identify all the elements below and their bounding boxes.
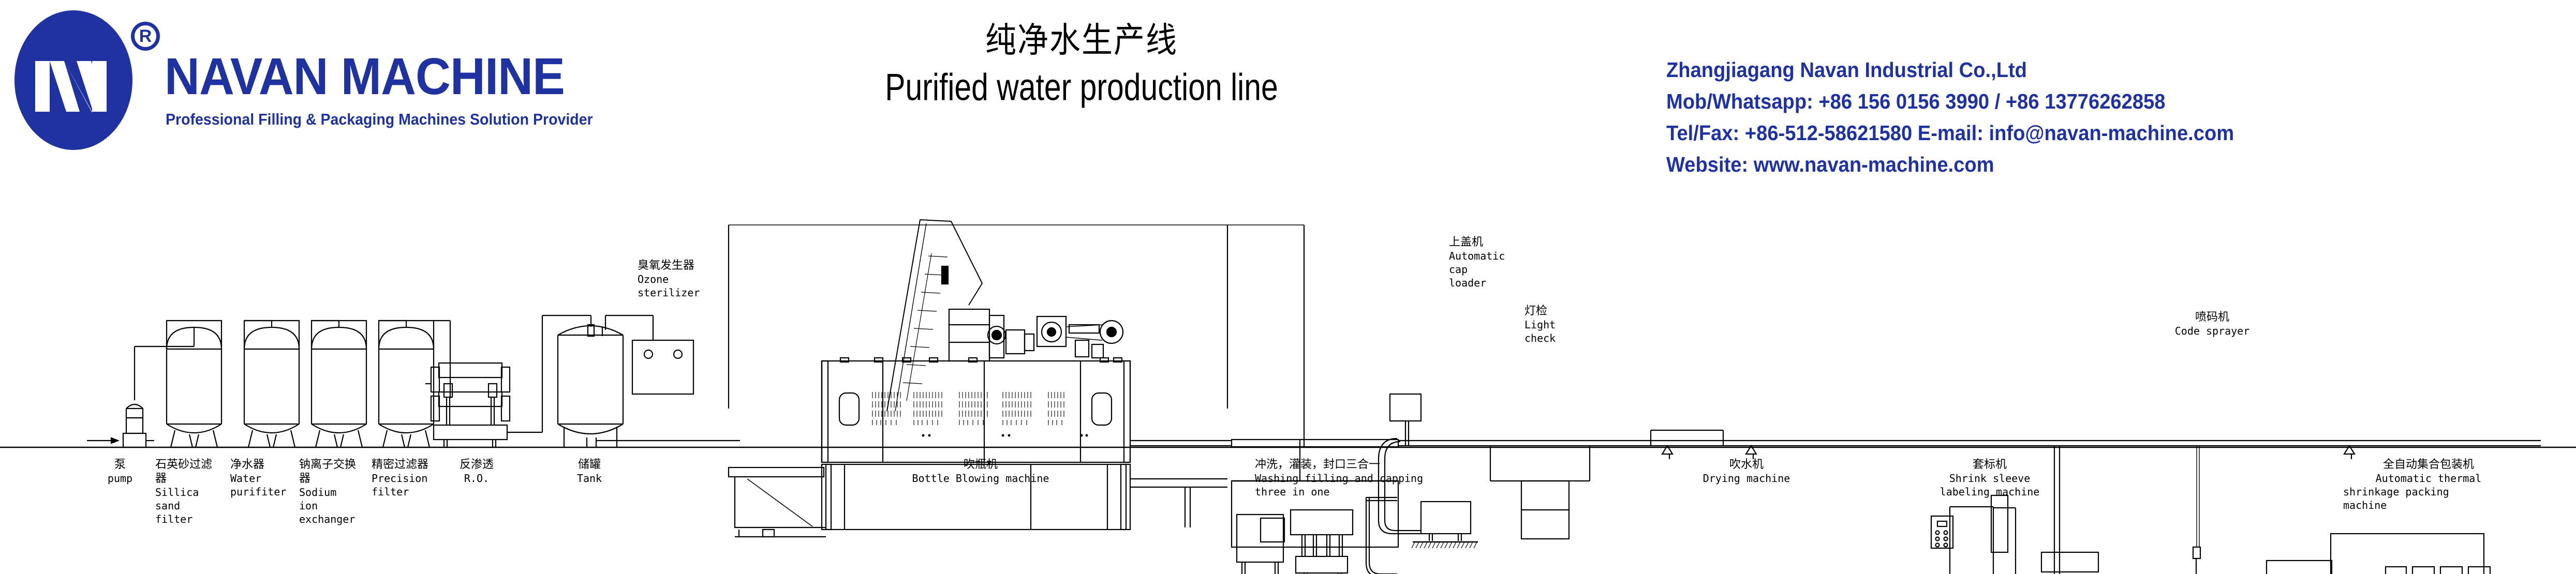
label-drying-machine-en: Drying machine xyxy=(1702,472,1790,485)
label-washing-filling-capping-cn: 冲洗，灌装，封口三合一 xyxy=(1255,458,1381,471)
label-silica-sand-filter-cn: 石英砂过滤 xyxy=(155,458,213,471)
label-water-purifier: 净水器 Water purifiter xyxy=(230,458,287,499)
label-pump-en: pump xyxy=(107,472,133,485)
sodium-ion-exchanger-equipment xyxy=(295,320,367,448)
brand-tagline: Professional Filling & Packaging Machine… xyxy=(166,110,593,128)
precision-filter-equipment xyxy=(362,320,451,448)
automatic-cap-loader-equipment xyxy=(1378,393,1478,549)
code-sprayer-equipment xyxy=(2192,446,2201,574)
label-code-sprayer-cn: 喷码机 xyxy=(2195,311,2229,324)
label-water-purifier-en2: purifiter xyxy=(230,486,287,498)
label-reverse-osmosis: 反渗透 R.O. xyxy=(446,458,507,485)
bottle-blowing-machine-equipment xyxy=(728,219,1305,538)
label-automatic-packing-machine: 全自动集合包装机 Automatic thermal shrinkage pac… xyxy=(2343,458,2514,512)
ozone-generator-equipment xyxy=(631,339,694,395)
conveyor-blower-to-filler xyxy=(1130,440,1232,447)
label-shrink-sleeve-labeling-cn: 套标机 xyxy=(1972,458,2007,471)
drying-machine-equipment xyxy=(1650,429,1894,459)
label-ozone-sterilizer-en2: sterilizer xyxy=(638,286,700,299)
contact-info: Zhangjiagang Navan Industrial Co.,Ltd Mo… xyxy=(1666,54,2505,180)
label-cap-loader-cn: 上盖机 xyxy=(1449,236,1484,249)
label-bottle-blowing-machine-en: Bottle Blowing machine xyxy=(912,472,1049,485)
shrink-sleeve-labeling-equipment xyxy=(1894,440,2267,574)
logo-nv-letters-icon xyxy=(35,61,107,113)
brand-name: NAVAN MACHINE xyxy=(165,48,565,105)
logo-ellipse-icon xyxy=(14,10,132,150)
label-ozone-sterilizer: 臭氧发生器 Ozone sterilizer xyxy=(638,259,708,299)
label-silica-sand-filter: 石英砂过滤 器 Sillica sand filter xyxy=(155,458,213,526)
label-precision-filter-en2: filter xyxy=(372,486,409,498)
label-storage-tank: 储罐 Tank xyxy=(559,458,620,485)
washing-filling-capping-equipment xyxy=(1231,439,1399,574)
page-title: 纯净水生产线 Purified water production line xyxy=(807,20,1356,109)
label-silica-sand-filter-en1: Sillica xyxy=(155,486,199,499)
label-drying-machine: 吹水机 Drying machine xyxy=(1682,458,1811,485)
reverse-osmosis-equipment xyxy=(425,315,543,447)
label-precision-filter: 精密过滤器 Precision filter xyxy=(372,458,439,499)
label-code-sprayer-en: Code sprayer xyxy=(2174,325,2250,337)
company-logo: R NAVAN MACHINE Professional Filling & P… xyxy=(14,9,593,154)
contact-company: Zhangjiagang Navan Industrial Co.,Ltd xyxy=(1666,58,2027,82)
label-code-sprayer: 喷码机 Code sprayer xyxy=(2153,310,2272,338)
label-light-check-en2: check xyxy=(1524,332,1556,344)
label-sodium-ion-exchanger-cn2: 器 xyxy=(299,472,311,485)
label-storage-tank-cn: 储罐 xyxy=(578,458,601,471)
label-sodium-ion-exchanger-en1: Sodium ion xyxy=(299,486,337,512)
label-shrink-sleeve-labeling-en2: labeling machine xyxy=(1940,486,2040,498)
label-reverse-osmosis-en: R.O. xyxy=(464,472,490,485)
label-silica-sand-filter-cn2: 器 xyxy=(155,472,167,485)
label-light-check: 灯检 Light check xyxy=(1524,304,1581,345)
label-cap-loader-en2: cap xyxy=(1449,263,1468,276)
label-automatic-packing-machine-cn: 全自动集合包装机 xyxy=(2382,458,2474,471)
contact-website: Website: www.navan-machine.com xyxy=(1666,153,1994,176)
label-silica-sand-filter-en2: sand xyxy=(155,500,181,512)
label-automatic-packing-machine-en1: Automatic thermal xyxy=(2375,472,2482,485)
label-drying-machine-cn: 吹水机 xyxy=(1729,458,1764,471)
label-silica-sand-filter-en3: filter xyxy=(155,513,193,525)
label-ozone-sterilizer-cn: 臭氧发生器 xyxy=(638,259,695,272)
contact-tel-email: Tel/Fax: +86-512-58621580 E-mail: info@n… xyxy=(1666,121,2234,145)
label-automatic-packing-machine-en3: machine xyxy=(2343,499,2387,511)
storage-tank-equipment xyxy=(542,314,740,447)
label-precision-filter-en1: Precision xyxy=(372,472,428,485)
label-washing-filling-capping: 冲洗，灌装，封口三合一 Washing filling and capping … xyxy=(1255,458,1452,499)
label-cap-loader: 上盖机 Automatic cap loader xyxy=(1449,235,1516,290)
automatic-packing-machine-equipment xyxy=(2266,440,2541,574)
label-ozone-sterilizer-en1: Ozone xyxy=(638,273,669,285)
label-shrink-sleeve-labeling-en1: Shrink sleeve xyxy=(1949,472,2031,485)
label-water-purifier-en1: Water xyxy=(230,472,262,485)
label-precision-filter-cn: 精密过滤器 xyxy=(372,458,429,471)
pump-equipment xyxy=(87,346,154,448)
label-washing-filling-capping-en1: Washing filling and capping xyxy=(1255,472,1424,485)
conveyor-filler-to-dryer xyxy=(1398,440,1708,482)
label-pump: 泵 pump xyxy=(89,458,151,485)
label-washing-filling-capping-en2: three in one xyxy=(1255,486,1330,498)
page-title-english: Purified water production line xyxy=(885,66,1278,109)
label-light-check-cn: 灯检 xyxy=(1524,305,1548,318)
label-sodium-ion-exchanger-cn: 钠离子交换 xyxy=(299,458,357,471)
label-pump-cn: 泵 xyxy=(114,458,126,471)
contact-mobile: Mob/Whatsapp: +86 156 0156 3990 / +86 13… xyxy=(1666,89,2166,113)
silica-sand-filter-equipment xyxy=(135,320,223,448)
label-storage-tank-en: Tank xyxy=(576,472,602,485)
label-light-check-en1: Light xyxy=(1524,319,1556,331)
page-header: R NAVAN MACHINE Professional Filling & P… xyxy=(0,0,2576,207)
page-title-chinese: 纯净水生产线 xyxy=(985,20,1178,61)
label-bottle-blowing-machine: 吹瓶机 Bottle Blowing machine xyxy=(880,458,1082,485)
label-shrink-sleeve-labeling: 套标机 Shrink sleeve labeling machine xyxy=(1909,458,2070,499)
label-sodium-ion-exchanger: 钠离子交换 器 Sodium ion exchanger xyxy=(299,458,360,526)
label-cap-loader-en1: Automatic xyxy=(1449,250,1505,262)
production-line-diagram xyxy=(0,191,2576,574)
water-purifier-equipment xyxy=(217,320,300,448)
label-automatic-packing-machine-en2: shrinkage packing xyxy=(2343,486,2449,498)
label-cap-loader-en3: loader xyxy=(1449,277,1487,289)
label-reverse-osmosis-cn: 反渗透 xyxy=(459,458,494,471)
light-check-equipment xyxy=(1520,480,1570,540)
label-water-purifier-cn: 净水器 xyxy=(230,458,265,471)
label-sodium-ion-exchanger-en2: exchanger xyxy=(299,513,356,525)
registered-trademark-icon: R xyxy=(131,22,160,51)
label-bottle-blowing-machine-cn: 吹瓶机 xyxy=(963,458,998,471)
